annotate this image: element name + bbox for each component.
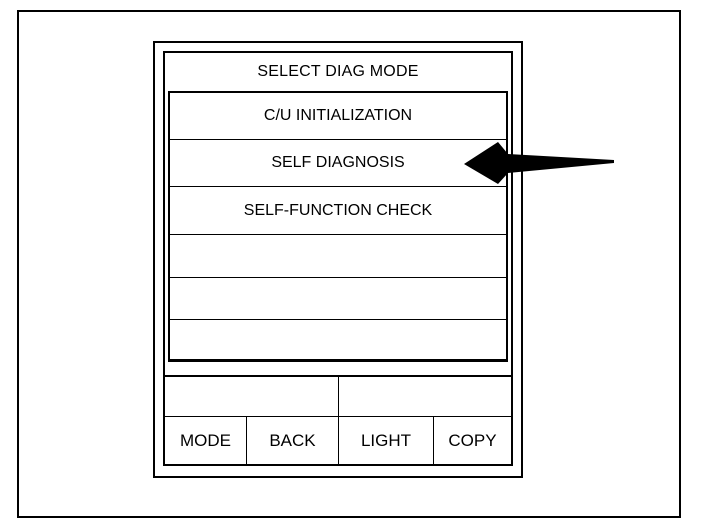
menu-item-empty-2[interactable] [170, 278, 506, 320]
soft-key-area: MODE BACK LIGHT COPY [163, 377, 513, 466]
figure-frame [17, 10, 681, 518]
menu-item-empty-3[interactable] [170, 320, 506, 359]
menu-item-empty-1[interactable] [170, 235, 506, 278]
arrow-left-icon [464, 142, 614, 184]
function-key-row: MODE BACK LIGHT COPY [165, 417, 511, 464]
menu-item-cu-initialization[interactable]: C/U INITIALIZATION [170, 93, 506, 140]
diag-mode-menu: C/U INITIALIZATION SELF DIAGNOSIS SELF-F… [168, 91, 508, 362]
menu-item-self-function-check[interactable]: SELF-FUNCTION CHECK [170, 187, 506, 235]
menu-item-self-diagnosis[interactable]: SELF DIAGNOSIS [170, 140, 506, 187]
back-key[interactable]: BACK [247, 417, 339, 464]
tester-screen: SELECT DIAG MODE C/U INITIALIZATION SELF… [163, 51, 513, 377]
light-key[interactable]: LIGHT [339, 417, 434, 464]
copy-key[interactable]: COPY [448, 430, 497, 450]
soft-key-label-right [339, 377, 511, 416]
soft-key-label-left [165, 377, 339, 416]
mode-key[interactable]: MODE [165, 417, 247, 464]
screen-title: SELECT DIAG MODE [257, 63, 419, 80]
diagnostic-tester: SELECT DIAG MODE C/U INITIALIZATION SELF… [153, 41, 523, 478]
soft-key-label-row [165, 377, 511, 417]
